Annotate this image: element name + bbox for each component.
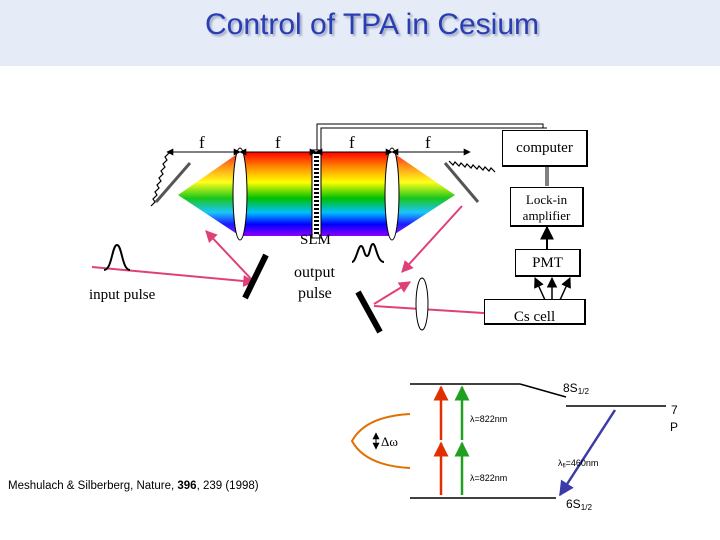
lambda-upper-label: λ=822nm: [470, 414, 508, 424]
lockin-label: Lock-in amplifier: [522, 192, 571, 223]
lens-icon: [415, 277, 429, 331]
lens-icon: [232, 147, 248, 241]
control-line: [316, 123, 544, 150]
gaussian-spectrum-icon: [350, 413, 411, 469]
cs-cell-label: Cs cell: [513, 309, 556, 325]
level-6s-label: 6S1/2: [566, 497, 593, 513]
page-title: Control of TPA in Cesium: [204, 8, 540, 41]
lambda-fl-label: λfl=460nm: [558, 458, 599, 470]
slm-icon: [311, 149, 322, 239]
focal-label: f: [199, 133, 205, 152]
input-pulse-label: input pulse: [89, 287, 156, 303]
level-8s-label: 8S1/2: [563, 381, 590, 397]
lens-icon: [384, 147, 400, 241]
mirror-icon: [150, 152, 192, 207]
output-beam: [373, 281, 412, 305]
level-7p-label-line2: P: [670, 420, 679, 434]
mirror-icon: [242, 253, 269, 300]
energy-level-8s-link: [519, 383, 567, 398]
focal-label: f: [425, 133, 431, 152]
title-bar: [0, 0, 720, 66]
mirror-icon: [443, 160, 496, 203]
focal-label: f: [349, 133, 355, 152]
output-beam: [401, 205, 463, 273]
input-beam: [205, 230, 255, 283]
output-pulse-label-line2: pulse: [298, 285, 332, 302]
pmt-box: PMT: [515, 249, 581, 277]
control-line: [320, 127, 547, 150]
spectrum-fan-right: [392, 152, 455, 236]
input-beam: [91, 266, 256, 287]
lockin-amplifier-box: Lock-in amplifier: [510, 187, 584, 227]
fluorescence-arrow: [558, 409, 617, 497]
cs-cell-box: Cs cell: [484, 299, 586, 325]
pmt-label: PMT: [532, 255, 563, 271]
focal-label: f: [275, 133, 281, 152]
citation: Meshulach & Silberberg, Nature, 396, 239…: [8, 480, 259, 492]
spectrum-fan-left: [178, 152, 240, 236]
detection-arrow: [559, 277, 571, 301]
level-7p-label-line1: 7: [671, 403, 678, 417]
lambda-lower-label: λ=822nm: [470, 473, 508, 483]
slm-label: SLM: [300, 232, 331, 248]
delta-omega-label: Δω: [381, 434, 398, 449]
computer-box: computer: [502, 130, 588, 167]
output-pulse-label-line1: output: [294, 264, 335, 281]
mirror-icon: [355, 290, 383, 334]
detection-arrow: [534, 277, 546, 301]
computer-label: computer: [516, 140, 573, 156]
pulse-shape-icon: [351, 242, 385, 263]
pulse-shape-icon: [103, 243, 131, 271]
